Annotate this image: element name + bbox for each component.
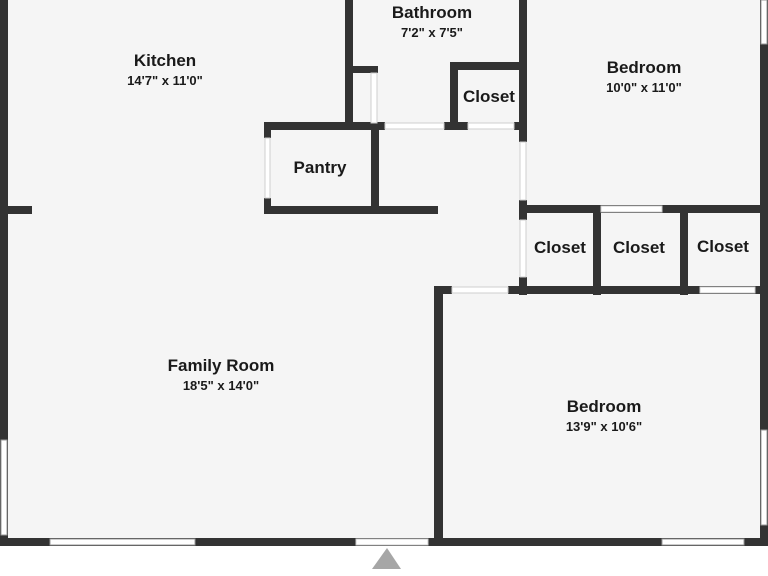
- wall-pantry-right: [371, 122, 379, 214]
- window-bath-stub: [370, 72, 378, 124]
- window-right-top: [760, 0, 768, 45]
- bedroom-bottom-name: Bedroom: [567, 397, 642, 416]
- pantry-name: Pantry: [294, 158, 347, 177]
- window-bedroom-bottom-top-1: [451, 286, 509, 294]
- wall-right-outer: [760, 0, 768, 546]
- wall-bath-left: [345, 0, 353, 126]
- window-bedroom-bottom-top-2: [699, 286, 756, 294]
- window-hall-right-2: [519, 219, 527, 278]
- wall-closets-bottom: [508, 286, 768, 294]
- closet-3-name: Closet: [697, 237, 749, 256]
- wall-bath-stub-side: [345, 66, 353, 126]
- wall-pantry-top: [264, 122, 352, 130]
- window-closets-top: [600, 205, 663, 213]
- window-left-lower: [0, 439, 8, 536]
- window-right-lower: [760, 429, 768, 526]
- window-pantry-left: [264, 137, 271, 199]
- window-hall-right-1: [519, 141, 527, 201]
- wall-bath-bottom-left: [345, 122, 385, 130]
- window-closet-bath-bottom: [467, 122, 515, 130]
- bathroom-dims: 7'2" x 7'5": [401, 25, 463, 40]
- kitchen-name: Kitchen: [134, 51, 196, 70]
- wall-bedroom-bottom-top-left: [434, 286, 452, 294]
- window-bath-bottom: [384, 122, 445, 130]
- entrance-triangle-icon: [372, 548, 401, 569]
- wall-closet-bath-top: [450, 62, 527, 70]
- wall-hall-right-top: [519, 122, 527, 142]
- wall-left-stub: [8, 206, 32, 214]
- bedroom-top-dims: 10'0" x 11'0": [606, 80, 682, 95]
- closet-2-name: Closet: [613, 238, 665, 257]
- wall-left-outer: [0, 0, 8, 546]
- window-bottom-bedroom: [661, 538, 745, 546]
- family-room-name: Family Room: [168, 356, 275, 375]
- window-bottom-family: [49, 538, 196, 546]
- wall-bath-stub-top: [345, 66, 378, 73]
- wall-pantry-left-top: [264, 122, 271, 138]
- family-room-dims: 18'5" x 14'0": [183, 378, 259, 393]
- wall-pantry-bottom: [264, 206, 438, 214]
- kitchen-dims: 14'7" x 11'0": [127, 73, 203, 88]
- bathroom-name: Bathroom: [392, 3, 472, 22]
- wall-closet-bath-left: [450, 62, 458, 130]
- wall-bedroom-bottom-left: [434, 286, 443, 546]
- floor-area: [0, 0, 768, 546]
- bedroom-bottom-dims: 13'9" x 10'6": [566, 419, 642, 434]
- closet-1-name: Closet: [534, 238, 586, 257]
- wall-closet-div-2: [680, 205, 688, 295]
- window-bottom-entrance: [355, 538, 429, 546]
- wall-closet-div-1: [593, 205, 601, 295]
- bedroom-top-name: Bedroom: [607, 58, 682, 77]
- windows: [0, 0, 768, 546]
- closet-bath-name: Closet: [463, 87, 515, 106]
